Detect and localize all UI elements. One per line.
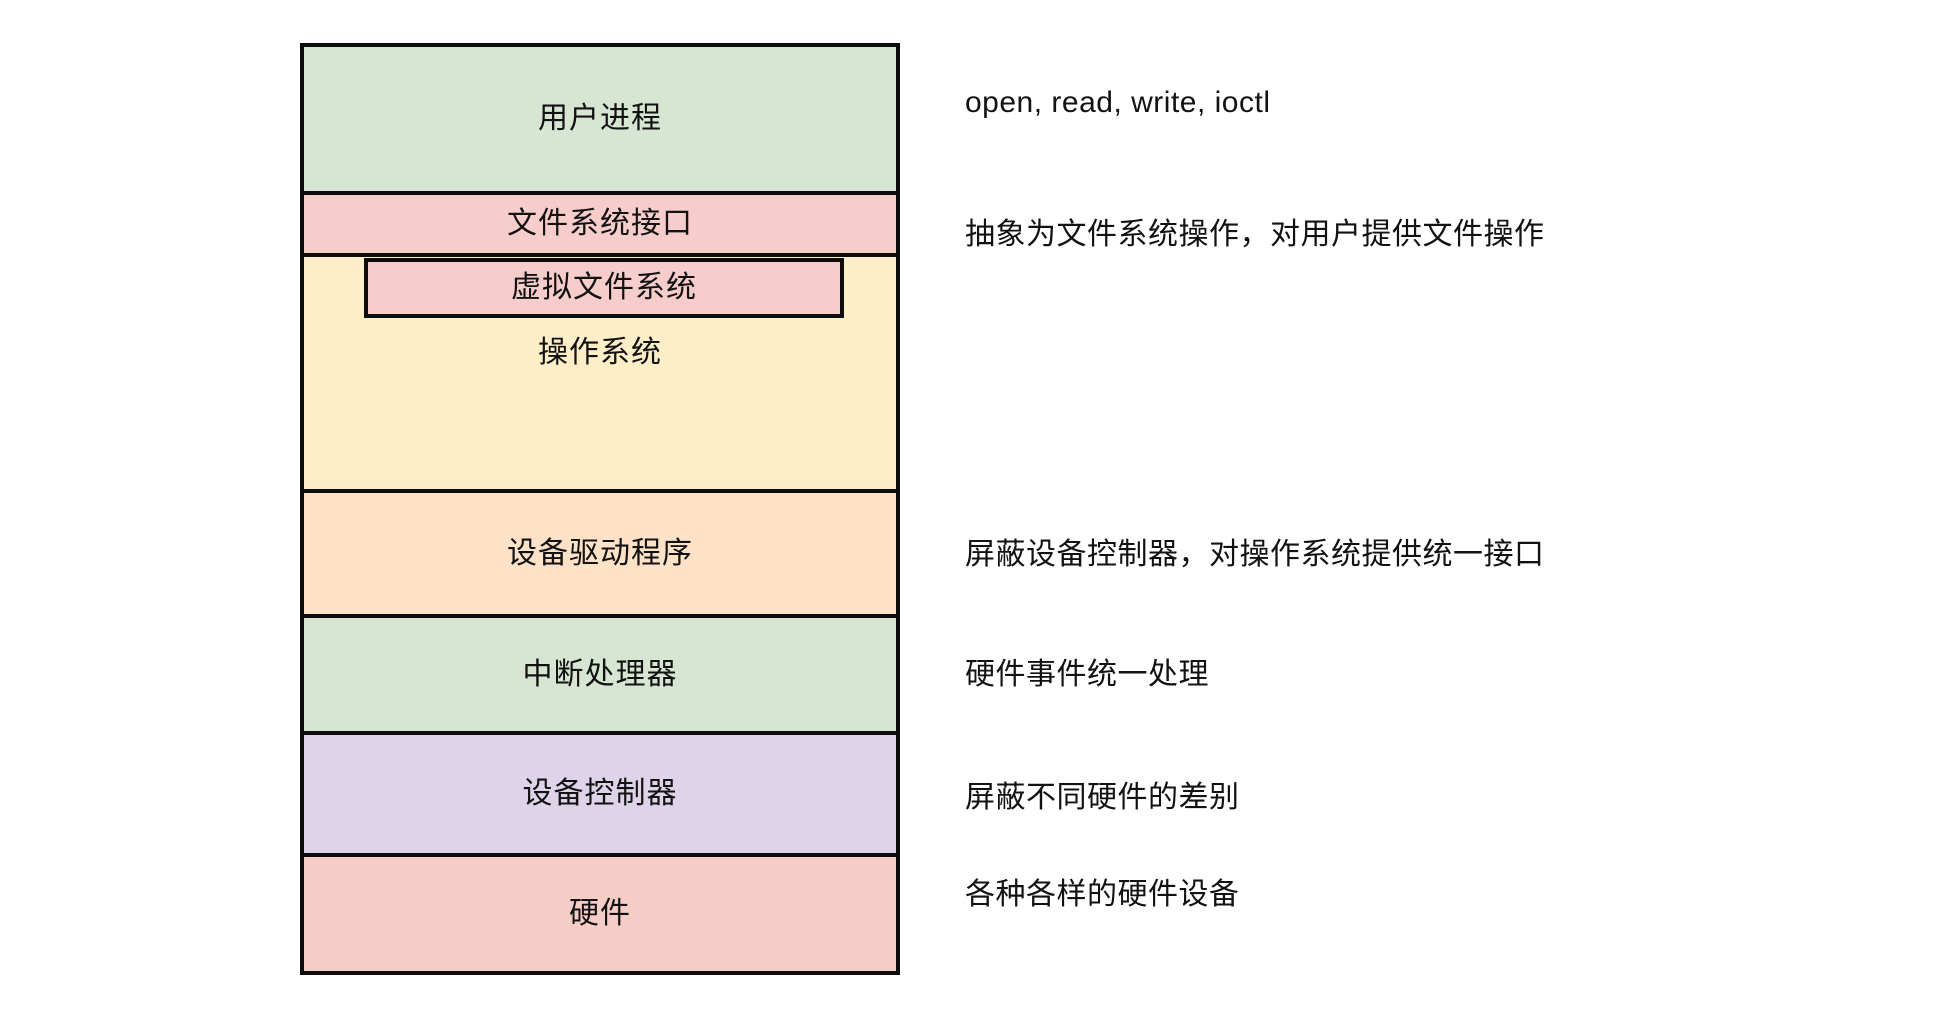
annotation-device-controller: 屏蔽不同硬件的差别 <box>965 781 1240 814</box>
layer-virtual-filesystem-label: 虚拟文件系统 <box>511 271 697 304</box>
annotation-user-process: open, read, write, ioctl <box>965 86 1271 119</box>
layer-filesystem-interface: 文件系统接口 <box>300 195 900 257</box>
annotation-hardware: 各种各样的硬件设备 <box>965 878 1240 911</box>
layer-device-controller: 设备控制器 <box>300 735 900 857</box>
layer-user-process: 用户进程 <box>300 43 900 195</box>
annotation-column: open, read, write, ioctl 抽象为文件系统操作，对用户提供… <box>965 43 1905 975</box>
layer-device-controller-label: 设备控制器 <box>522 777 678 810</box>
layer-device-driver: 设备驱动程序 <box>300 493 900 618</box>
layer-hardware: 硬件 <box>300 857 900 975</box>
layer-stack: 用户进程 文件系统接口 虚拟文件系统 操作系统 设备驱动程序 中断处理器 设备控… <box>300 43 900 975</box>
layer-operating-system-label-wrap: 操作系统 <box>304 335 896 371</box>
annotation-device-driver: 屏蔽设备控制器，对操作系统提供统一接口 <box>965 538 1545 571</box>
layer-device-driver-label: 设备驱动程序 <box>507 536 693 570</box>
annotation-interrupt-handler: 硬件事件统一处理 <box>965 658 1209 691</box>
layer-interrupt-handler: 中断处理器 <box>300 618 900 735</box>
layer-interrupt-handler-label: 中断处理器 <box>522 657 678 691</box>
layer-operating-system: 虚拟文件系统 操作系统 <box>300 257 900 493</box>
layer-virtual-filesystem: 虚拟文件系统 <box>364 258 844 318</box>
layer-filesystem-interface-label: 文件系统接口 <box>507 207 693 240</box>
annotation-virtual-filesystem: 抽象为文件系统操作，对用户提供文件操作 <box>965 218 1545 251</box>
layer-user-process-label: 用户进程 <box>538 102 662 135</box>
layer-hardware-label: 硬件 <box>569 897 631 930</box>
layer-operating-system-label: 操作系统 <box>538 336 662 369</box>
